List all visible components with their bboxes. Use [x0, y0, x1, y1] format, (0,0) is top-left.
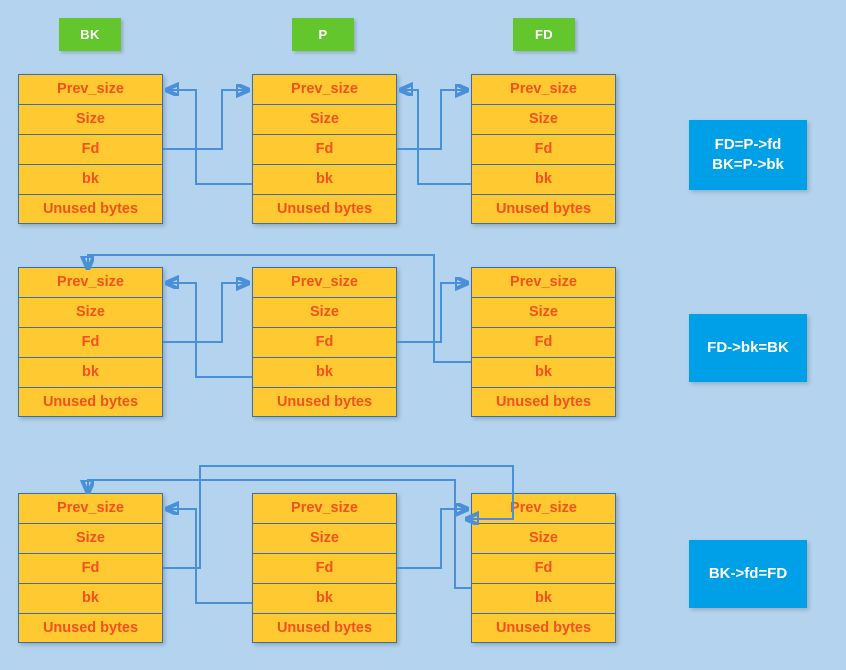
callout-line: BK->fd=FD: [708, 564, 788, 582]
chunk-field-fd: Fd: [18, 134, 163, 164]
arrow-row1-p-bk-to-bk: [167, 90, 252, 185]
chunk-field-size: Size: [252, 297, 397, 327]
chunk-field-unused-bytes: Unused bytes: [252, 194, 397, 224]
chunk-field-fd: Fd: [18, 553, 163, 583]
pointer-label-bk: BK: [59, 18, 121, 51]
chunk-field-size: Size: [471, 297, 616, 327]
chunk-row3-fd: Prev_size Size Fd bk Unused bytes: [471, 493, 616, 643]
chunk-field-size: Size: [471, 523, 616, 553]
chunk-field-unused-bytes: Unused bytes: [471, 194, 616, 224]
chunk-field-bk: bk: [18, 164, 163, 194]
chunk-field-bk: bk: [18, 583, 163, 613]
chunk-row1-p: Prev_size Size Fd bk Unused bytes: [252, 74, 397, 224]
chunk-field-prev-size: Prev_size: [18, 493, 163, 523]
chunk-field-prev-size: Prev_size: [471, 74, 616, 104]
chunk-field-size: Size: [252, 523, 397, 553]
chunk-field-unused-bytes: Unused bytes: [471, 387, 616, 417]
chunk-field-unused-bytes: Unused bytes: [18, 387, 163, 417]
chunk-field-bk: bk: [18, 357, 163, 387]
chunk-field-fd: Fd: [252, 327, 397, 357]
chunk-field-bk: bk: [252, 164, 397, 194]
chunk-field-prev-size: Prev_size: [471, 267, 616, 297]
chunk-field-fd: Fd: [252, 553, 397, 583]
chunk-row2-p: Prev_size Size Fd bk Unused bytes: [252, 267, 397, 417]
chunk-field-prev-size: Prev_size: [252, 493, 397, 523]
chunk-field-size: Size: [18, 297, 163, 327]
chunk-field-fd: Fd: [18, 327, 163, 357]
callout-row1-fd-bk-assign: FD=P->fd BK=P->bk: [689, 120, 807, 190]
chunk-field-size: Size: [471, 104, 616, 134]
chunk-field-prev-size: Prev_size: [252, 74, 397, 104]
arrow-row2-p-fd-to-fd: [397, 283, 467, 343]
chunk-field-fd: Fd: [471, 134, 616, 164]
chunk-field-size: Size: [18, 104, 163, 134]
chunk-row3-bk: Prev_size Size Fd bk Unused bytes: [18, 493, 163, 643]
chunk-field-prev-size: Prev_size: [18, 74, 163, 104]
chunk-field-bk: bk: [471, 583, 616, 613]
arrow-row1-p-fd-to-fd: [397, 90, 467, 150]
chunk-field-size: Size: [252, 104, 397, 134]
chunk-field-fd: Fd: [471, 553, 616, 583]
arrow-row2-p-bk-to-bk: [167, 283, 252, 378]
callout-line: BK=P->bk: [712, 156, 784, 173]
chunk-row1-fd: Prev_size Size Fd bk Unused bytes: [471, 74, 616, 224]
chunk-field-fd: Fd: [252, 134, 397, 164]
callout-row3-bk-fd-set: BK->fd=FD: [689, 540, 807, 608]
chunk-field-prev-size: Prev_size: [471, 493, 616, 523]
pointer-label-fd: FD: [513, 18, 575, 51]
chunk-field-prev-size: Prev_size: [18, 267, 163, 297]
callout-line: FD=P->fd: [714, 135, 782, 153]
arrow-row2-bk-fd-to-p: [163, 283, 248, 343]
chunk-field-unused-bytes: Unused bytes: [252, 387, 397, 417]
chunk-field-bk: bk: [252, 357, 397, 387]
arrow-row3-p-bk-to-bk: [167, 509, 252, 604]
chunk-field-prev-size: Prev_size: [252, 267, 397, 297]
arrow-row1-bk-fd-to-p: [163, 90, 248, 150]
chunk-field-unused-bytes: Unused bytes: [18, 613, 163, 643]
chunk-row3-p: Prev_size Size Fd bk Unused bytes: [252, 493, 397, 643]
chunk-row2-bk: Prev_size Size Fd bk Unused bytes: [18, 267, 163, 417]
callout-line: FD->bk=BK: [707, 338, 789, 356]
callout-row2-fd-bk-set: FD->bk=BK: [689, 314, 807, 382]
chunk-row2-fd: Prev_size Size Fd bk Unused bytes: [471, 267, 616, 417]
chunk-field-unused-bytes: Unused bytes: [471, 613, 616, 643]
chunk-field-bk: bk: [252, 583, 397, 613]
chunk-field-bk: bk: [471, 164, 616, 194]
chunk-row1-bk: Prev_size Size Fd bk Unused bytes: [18, 74, 163, 224]
chunk-field-size: Size: [18, 523, 163, 553]
chunk-field-bk: bk: [471, 357, 616, 387]
pointer-label-p: P: [292, 18, 354, 51]
chunk-field-fd: Fd: [471, 327, 616, 357]
arrow-row3-p-fd-to-fd: [397, 509, 467, 569]
chunk-field-unused-bytes: Unused bytes: [18, 194, 163, 224]
chunk-field-unused-bytes: Unused bytes: [252, 613, 397, 643]
arrow-row1-fd-bk-to-p: [401, 90, 471, 185]
